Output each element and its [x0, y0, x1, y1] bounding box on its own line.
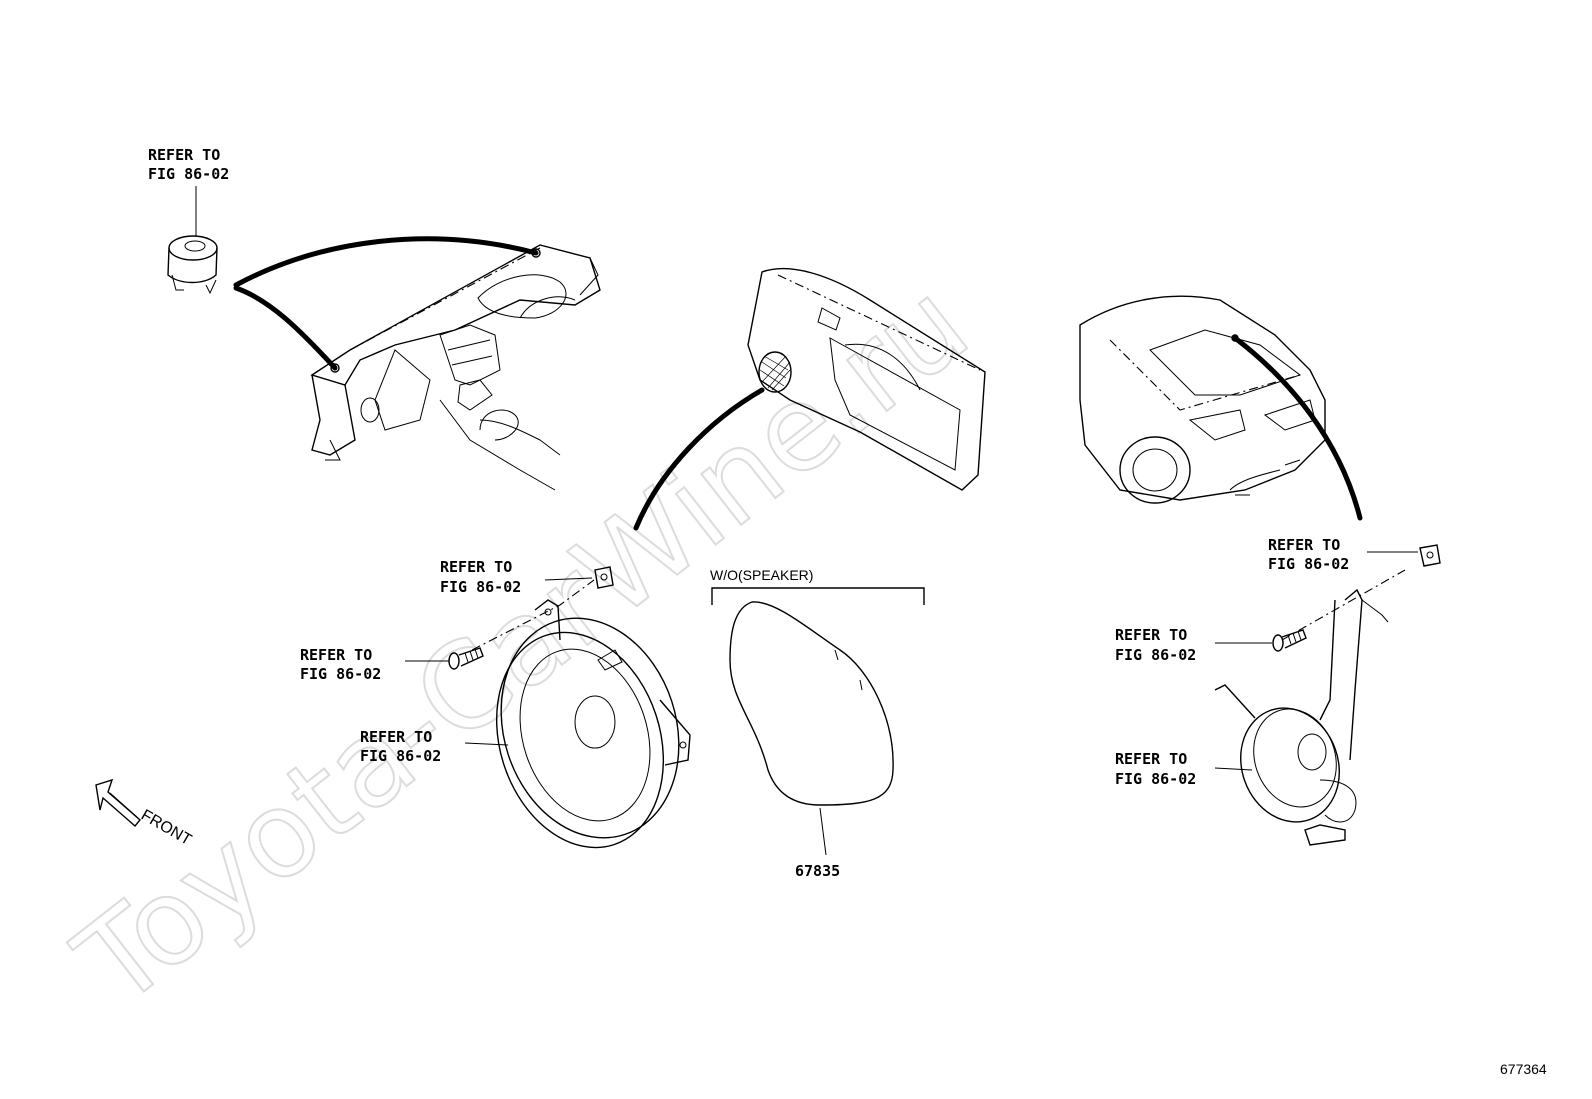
- illustration-id: 677364: [1500, 1061, 1547, 1077]
- rear-car-illustration: [1079, 295, 1363, 521]
- front-direction-arrow-icon: [95, 778, 141, 827]
- speaker-pad-67835: [729, 601, 894, 806]
- variant-label: W/O(SPEAKER): [710, 567, 813, 583]
- dashboard-illustration: [233, 236, 601, 491]
- rear-speaker-callout-line1: REFER TO: [1115, 750, 1187, 768]
- front-door-speaker: [471, 579, 691, 849]
- door-panel-illustration: [633, 268, 986, 531]
- tweeter-callout-line2: FIG 86-02: [148, 165, 229, 183]
- rear-screw-icon: [1272, 629, 1307, 652]
- tweeter-illustration: [167, 186, 218, 295]
- front-screw-callout-line1: REFER TO: [300, 646, 372, 664]
- variant-bracket: [711, 587, 925, 605]
- rear-clip-callout-line1: REFER TO: [1268, 536, 1340, 554]
- rear-speaker-callout-line2: FIG 86-02: [1115, 770, 1196, 788]
- rear-speaker: [1214, 569, 1406, 846]
- rear-screw-callout-line2: FIG 86-02: [1115, 646, 1196, 664]
- front-speaker-callout-line1: REFER TO: [360, 728, 432, 746]
- front-clip-icon: [594, 566, 614, 589]
- front-screw-callout-line2: FIG 86-02: [300, 665, 381, 683]
- front-speaker-callout-line2: FIG 86-02: [360, 747, 441, 765]
- front-clip-callout-line1: REFER TO: [440, 558, 512, 576]
- front-clip-callout-line2: FIG 86-02: [440, 578, 521, 596]
- watermark: Toyota-CarWine.ru: [51, 255, 992, 1033]
- rear-clip-callout-line2: FIG 86-02: [1268, 555, 1349, 573]
- rear-screw-callout-line1: REFER TO: [1115, 626, 1187, 644]
- part-number-67835: 67835: [795, 862, 840, 880]
- tweeter-callout-line1: REFER TO: [148, 146, 220, 164]
- rear-clip-icon: [1419, 544, 1441, 567]
